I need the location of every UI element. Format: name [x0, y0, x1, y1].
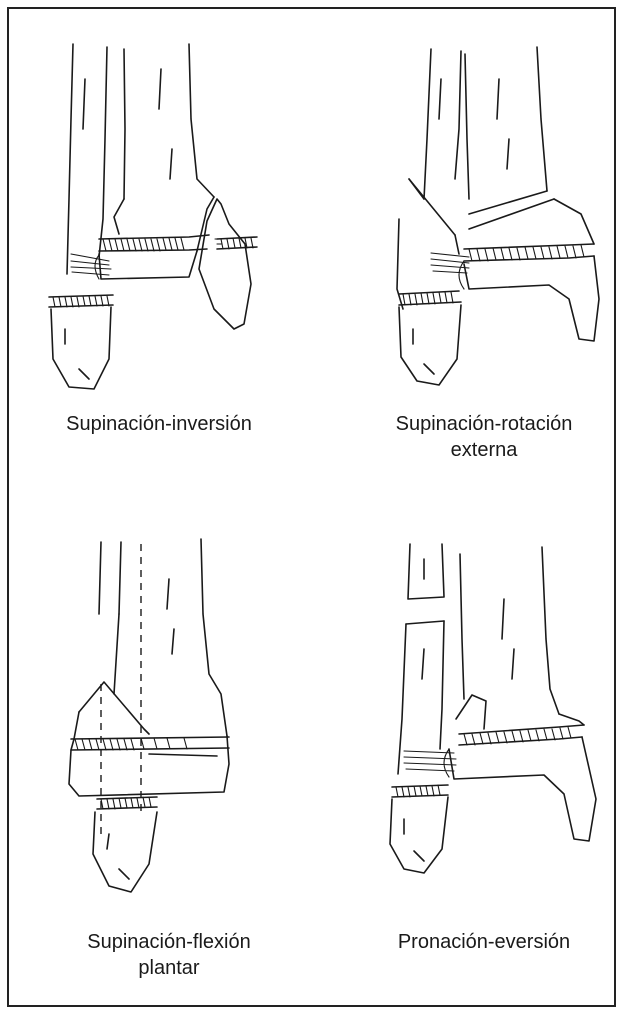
panel-supination-plantar-flexion	[49, 534, 279, 899]
ankle-fracture-drawing-2	[369, 39, 599, 389]
ankle-fracture-drawing-1	[39, 39, 269, 389]
caption-line: Supinación-rotación	[364, 411, 604, 437]
caption-pronation-eversion: Pronación-eversión	[374, 929, 594, 955]
caption-line: Supinación-flexión	[39, 929, 299, 955]
caption-line: plantar	[39, 955, 299, 981]
ankle-fracture-drawing-4	[364, 539, 604, 899]
caption-supination-inversion: Supinación-inversión	[29, 411, 289, 437]
caption-supination-plantar-flexion: Supinación-flexión plantar	[39, 929, 299, 981]
caption-line: Supinación-inversión	[29, 411, 289, 437]
panel-pronation-eversion	[364, 539, 604, 899]
caption-supination-external-rotation: Supinación-rotación externa	[364, 411, 604, 463]
caption-line: externa	[364, 437, 604, 463]
figure-frame: Supinación-inversión	[7, 7, 616, 1007]
caption-line: Pronación-eversión	[374, 929, 594, 955]
panel-supination-inversion	[39, 39, 269, 389]
ankle-fracture-drawing-3	[49, 534, 279, 899]
panel-supination-external-rotation	[369, 39, 599, 389]
